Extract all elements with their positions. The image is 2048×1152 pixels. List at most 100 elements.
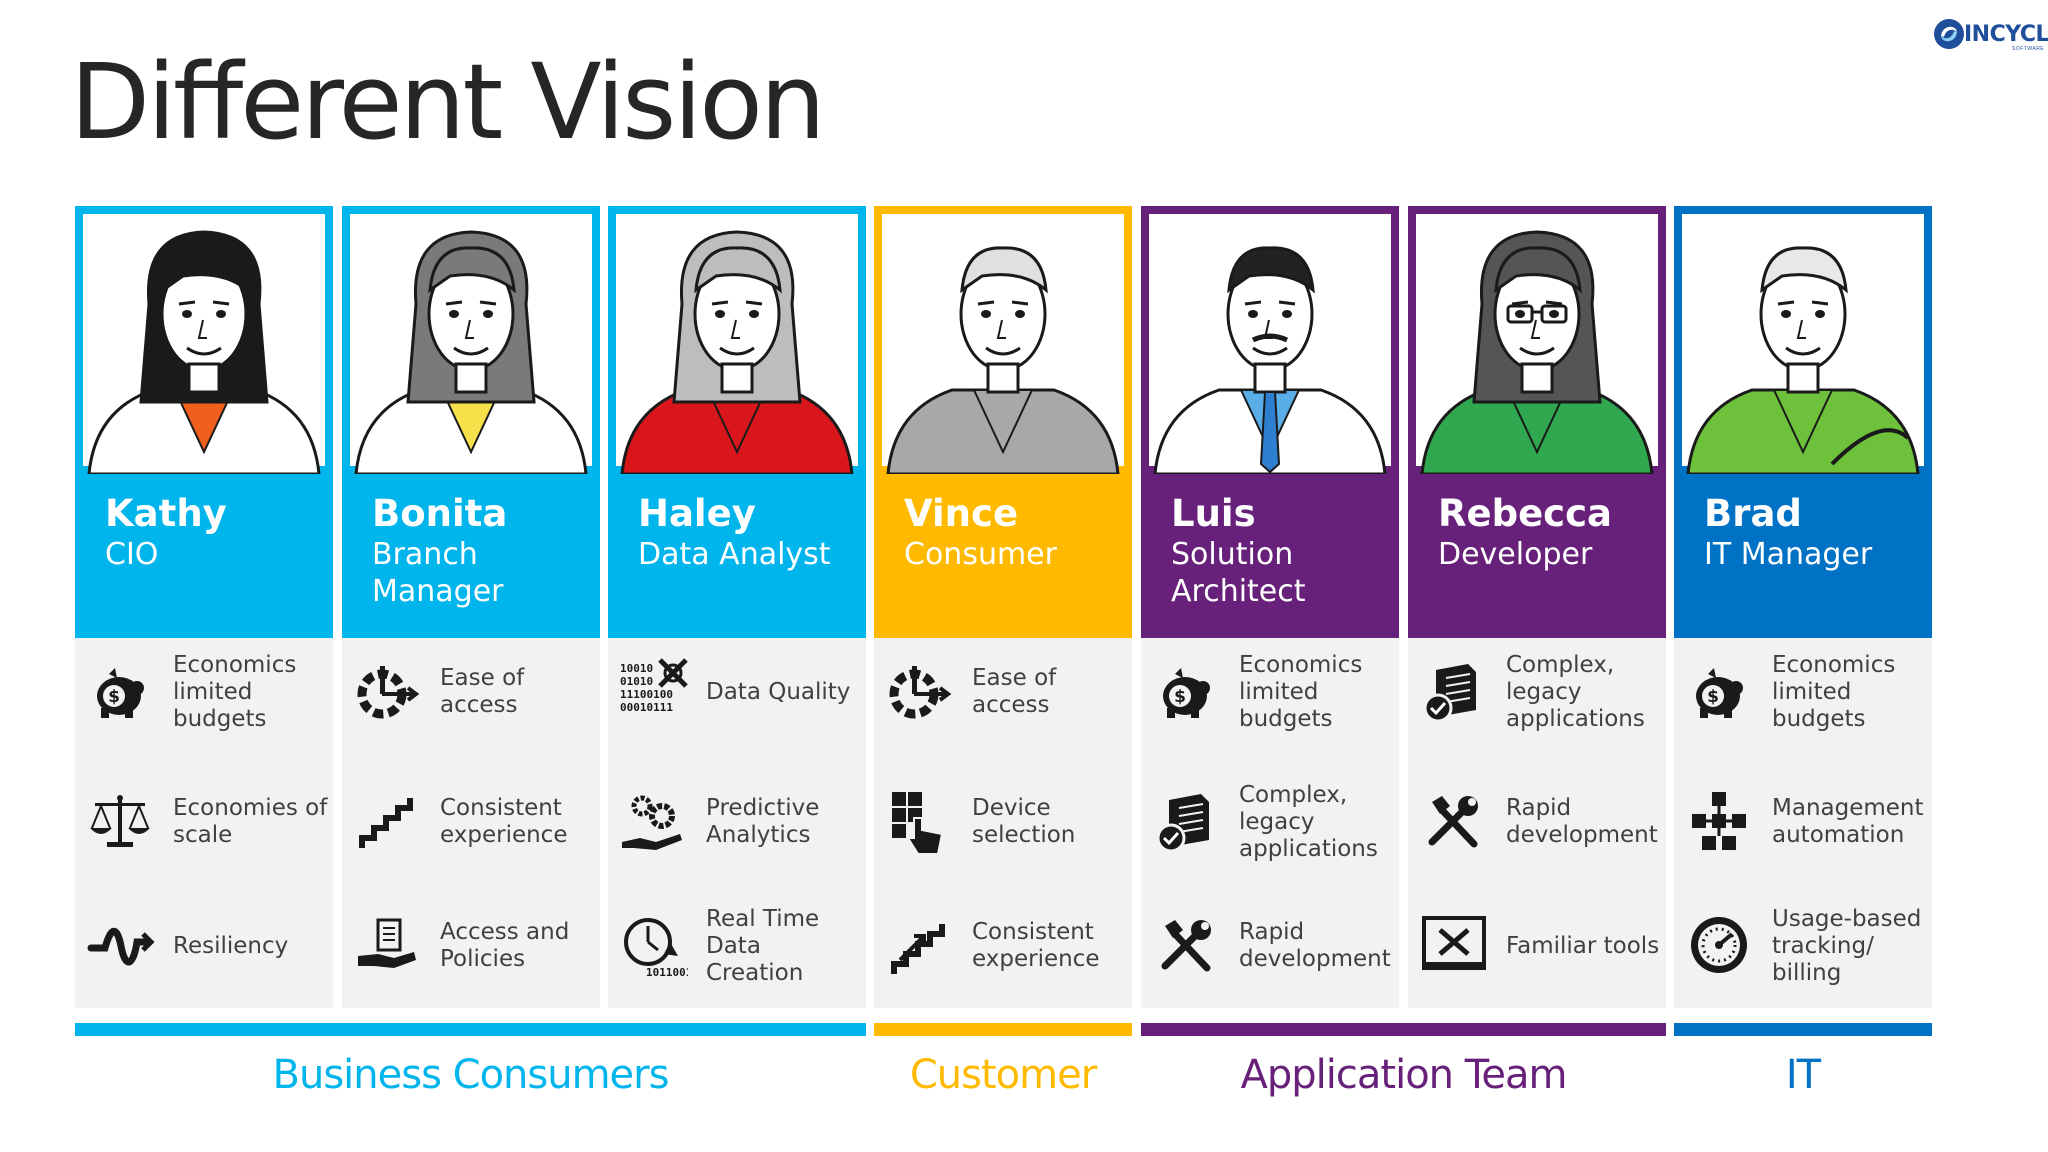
touch-tiles-icon-graphic bbox=[892, 792, 944, 855]
hand-document-icon-graphic bbox=[358, 918, 416, 968]
concern-item: Access and Policies bbox=[342, 892, 600, 1004]
group-bar-business-consumers bbox=[75, 1023, 866, 1036]
stairs-icon bbox=[354, 788, 422, 856]
logo-brand: INCYCLE bbox=[1964, 22, 2048, 47]
concern-text: Device selection bbox=[972, 795, 1076, 848]
logo-subtitle: SOFTWARE bbox=[2012, 46, 2045, 52]
persona-name: Kathy bbox=[105, 492, 227, 535]
concern-text: Economies of scale bbox=[173, 795, 328, 848]
piggy-bank-icon: $ bbox=[87, 658, 155, 726]
concern-text: Economics limited budgets bbox=[173, 652, 297, 732]
persona-name: Rebecca bbox=[1438, 492, 1612, 535]
svg-text:11100100: 11100100 bbox=[620, 688, 673, 701]
group-bar-customer bbox=[874, 1023, 1132, 1036]
concern-text: Ease of access bbox=[972, 665, 1057, 718]
concern-item: Device selection bbox=[874, 768, 1132, 880]
persona-photo bbox=[608, 206, 866, 474]
svg-text:$: $ bbox=[1707, 687, 1719, 707]
concern-item: Complex, legacy applications bbox=[1408, 638, 1666, 750]
server-check-icon bbox=[1153, 788, 1221, 856]
concern-text: Familiar tools bbox=[1506, 933, 1660, 959]
concern-text: Economics limited budgets bbox=[1772, 652, 1896, 732]
persona-name: Bonita bbox=[372, 492, 508, 535]
concern-text: Rapid development bbox=[1239, 919, 1391, 972]
persona-card-bonita: Bonita Branch Manager Ease of access Con… bbox=[342, 206, 600, 1037]
piggy-bank-icon-graphic: $ bbox=[1696, 668, 1743, 718]
svg-text:1011001: 1011001 bbox=[646, 966, 688, 979]
persona-photo bbox=[75, 206, 333, 474]
resiliency-wave-icon-graphic bbox=[87, 927, 155, 966]
org-network-icon-graphic bbox=[1692, 792, 1746, 850]
concern-text: Management automation bbox=[1772, 795, 1924, 848]
tools-icon-graphic bbox=[1428, 796, 1478, 848]
persona-card-vince: Vince Consumer Ease of access Device sel… bbox=[874, 206, 1132, 1037]
group-label-customer: Customer bbox=[909, 1052, 1097, 1098]
persona-card-brad: Brad IT Manager $ Economics limited budg… bbox=[1674, 206, 1932, 1037]
portrait-kathy bbox=[87, 230, 321, 474]
concern-text: Consistent experience bbox=[440, 795, 568, 848]
gears-hand-icon bbox=[620, 788, 688, 856]
concern-list: Ease of access Device selection Consiste… bbox=[874, 638, 1132, 1008]
monitor-tools-icon bbox=[1420, 912, 1488, 980]
stairs-icon-graphic bbox=[359, 798, 413, 848]
concern-item: Management automation bbox=[1674, 768, 1932, 880]
touch-tiles-icon bbox=[886, 788, 954, 856]
persona-role: IT Manager bbox=[1704, 537, 1873, 572]
concern-item: Rapid development bbox=[1141, 892, 1399, 1004]
portrait-rebecca bbox=[1420, 230, 1654, 474]
org-network-icon bbox=[1686, 788, 1754, 856]
persona-photo bbox=[874, 206, 1132, 474]
concern-list: $ Economics limited budgets Complex, leg… bbox=[1141, 638, 1399, 1008]
persona-role: Solution Architect bbox=[1171, 537, 1306, 609]
portrait-brad bbox=[1686, 246, 1920, 474]
group-label-it: IT bbox=[1785, 1052, 1821, 1098]
tools-icon bbox=[1420, 788, 1488, 856]
concern-text: Access and Policies bbox=[440, 919, 570, 972]
persona-photo bbox=[342, 206, 600, 474]
gauge-icon bbox=[1686, 912, 1754, 980]
concern-text: Economics limited budgets bbox=[1239, 652, 1363, 732]
access-pie-icon bbox=[886, 658, 954, 726]
portrait-haley bbox=[620, 230, 854, 474]
stairs-arrow-icon-graphic bbox=[891, 924, 945, 974]
persona-name: Vince bbox=[904, 492, 1019, 535]
slide-title: Different Vision bbox=[70, 41, 826, 163]
portrait-vince bbox=[886, 246, 1120, 474]
concern-list: Ease of access Consistent experience Acc… bbox=[342, 638, 600, 1008]
concern-item: Predictive Analytics bbox=[608, 768, 866, 880]
persona-card-kathy: Kathy CIO $ Economics limited budgets Ec… bbox=[75, 206, 333, 1037]
persona-card-rebecca: Rebecca Developer Complex, legacy applic… bbox=[1408, 206, 1666, 1037]
persona-role: Data Analyst bbox=[638, 537, 831, 572]
resiliency-wave-icon bbox=[87, 912, 155, 980]
concern-text: Predictive Analytics bbox=[706, 795, 820, 848]
tools-icon-graphic bbox=[1161, 920, 1211, 972]
portrait-luis bbox=[1153, 246, 1387, 474]
monitor-tools-icon-graphic bbox=[1422, 916, 1486, 970]
concern-item: Consistent experience bbox=[342, 768, 600, 880]
piggy-bank-icon: $ bbox=[1686, 658, 1754, 726]
concern-text: Usage-based tracking/ billing bbox=[1772, 906, 1922, 986]
persona-name: Brad bbox=[1704, 492, 1802, 535]
concern-item: 1011001 Real Time Data Creation bbox=[608, 892, 866, 1004]
group-bar-it bbox=[1674, 1023, 1932, 1036]
concern-text: Ease of access bbox=[440, 665, 525, 718]
concern-item: Complex, legacy applications bbox=[1141, 768, 1399, 880]
clock-data-icon: 1011001 bbox=[620, 912, 688, 980]
concern-item: $ Economics limited budgets bbox=[1141, 638, 1399, 750]
concern-text: Rapid development bbox=[1506, 795, 1658, 848]
gears-hand-icon-graphic bbox=[622, 795, 682, 850]
svg-text:10010: 10010 bbox=[620, 662, 653, 675]
svg-text:$: $ bbox=[1174, 687, 1186, 707]
persona-name: Haley bbox=[638, 492, 756, 535]
clock-data-icon-graphic: 1011001 bbox=[624, 918, 688, 979]
concern-item: Resiliency bbox=[75, 892, 333, 1004]
persona-role: Developer bbox=[1438, 537, 1593, 572]
piggy-bank-icon-graphic: $ bbox=[1163, 668, 1210, 718]
server-check-icon bbox=[1420, 658, 1488, 726]
persona-role: CIO bbox=[105, 537, 159, 572]
concern-item: Economies of scale bbox=[75, 768, 333, 880]
